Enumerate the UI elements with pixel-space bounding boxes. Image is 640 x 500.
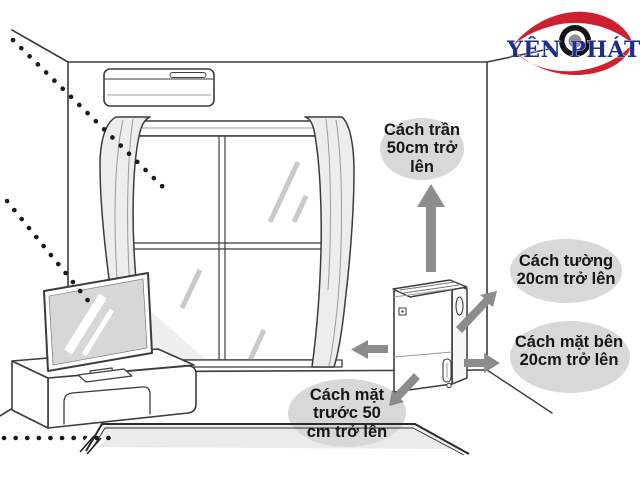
logo-lower-swoosh-icon xyxy=(513,44,632,75)
break-mark-gap xyxy=(75,433,106,457)
dehumidifier xyxy=(392,279,468,395)
brand-logo: YÊN PHÁT xyxy=(506,11,640,75)
front-label-bubble xyxy=(288,379,406,447)
label-line: 20cm trở lên xyxy=(516,270,616,289)
rug-border-outer xyxy=(85,423,470,455)
label-line: 50cm trở xyxy=(386,139,458,158)
glass-shine xyxy=(291,194,309,224)
wall-label-bubble xyxy=(510,239,622,303)
label-line: 20cm trở lên xyxy=(519,351,619,370)
label-line: Cách tường xyxy=(518,252,614,270)
label-line: Cách trần xyxy=(383,121,461,139)
arrow-left-front xyxy=(351,340,388,359)
window xyxy=(105,120,343,368)
air-conditioner xyxy=(103,68,215,107)
side-clearance-label: Cách mặt bên 20cm trở lên xyxy=(498,333,640,370)
curtain-right xyxy=(304,116,355,368)
label-line: Cách mặt bên xyxy=(514,333,624,351)
glass-shine xyxy=(247,328,267,362)
arrow-upright-wall xyxy=(456,291,497,333)
curtain-right-fold xyxy=(328,119,343,367)
television xyxy=(43,272,153,383)
ceiling-clearance-label: Cách trần 50cm trở lên xyxy=(360,121,484,176)
glass-shine xyxy=(179,268,203,310)
ac-vent-slot xyxy=(169,72,207,78)
dehumidifier-caster xyxy=(446,382,452,389)
dehumidifier-top-crease xyxy=(393,288,453,298)
curtain-right-fold xyxy=(325,118,331,291)
brand-name: YÊN PHÁT xyxy=(506,36,640,63)
logo-pupil-icon xyxy=(568,34,582,48)
dehumidifier-logo-dot xyxy=(401,310,404,313)
dotted-line-top xyxy=(10,37,169,193)
floor-edge-right xyxy=(486,369,553,414)
ceiling-edge-left xyxy=(11,29,69,63)
tv-stand-arch xyxy=(63,386,151,425)
label-line: Cách mặt xyxy=(309,386,385,404)
dotted-line-middle xyxy=(4,198,97,311)
ceiling-label-bubble xyxy=(380,118,464,180)
window-mullions xyxy=(125,135,333,361)
arrow-up-ceiling xyxy=(417,184,445,272)
dehumidifier-louvers xyxy=(399,281,460,294)
dehumidifier-handle xyxy=(455,296,464,316)
tv-base xyxy=(77,368,133,383)
logo-upper-swoosh-icon xyxy=(511,11,633,48)
wall-clearance-label: Cách tường 20cm trở lên xyxy=(498,252,634,289)
ceiling-edge-right xyxy=(486,48,550,63)
side-label-bubble xyxy=(510,321,630,393)
glass-shine xyxy=(267,160,301,224)
label-line: lên xyxy=(410,157,434,176)
tv-screen-shine xyxy=(81,308,115,357)
dehumidifier-tank-line xyxy=(393,351,453,358)
front-clearance-label: Cách mặt trước 50 cm trở lên xyxy=(286,386,408,441)
ac-body xyxy=(103,68,215,107)
arrow-downleft-front xyxy=(389,373,420,406)
label-line: trước 50 xyxy=(313,404,381,423)
dehumidifier-top-lid xyxy=(392,279,468,298)
curtain-left-fold xyxy=(127,118,134,291)
arrow-right-side xyxy=(464,353,500,373)
tv-screen-shine xyxy=(64,293,107,355)
label-line: cm trở lên xyxy=(306,422,388,441)
break-marks xyxy=(79,435,102,455)
